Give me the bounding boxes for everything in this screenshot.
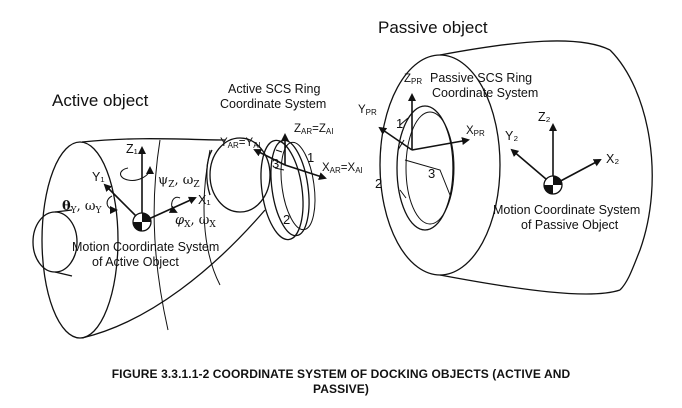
theta-omega-y-label: θY, ωY (62, 199, 103, 216)
axis-label-zar-zai: ZAR=ZAI (294, 123, 333, 136)
passive-motion-axes (510, 123, 602, 195)
active-ring-axes (253, 133, 327, 180)
axis-label-x2: X₂ (606, 152, 619, 166)
active-ring-number-1: 1 (307, 150, 314, 165)
active-object-shape (32, 137, 271, 339)
passive-ring-label-line1: Passive SCS Ring (430, 71, 532, 85)
axis-label-z1: Z₁ (126, 142, 138, 156)
psi-omega-z-label: ψZ, ωZ (158, 173, 200, 190)
passive-ring-number-1: 1 (396, 116, 403, 131)
passive-ring-number-2: 2 (375, 176, 382, 191)
motion-passive-label-line2: of Passive Object (521, 218, 619, 232)
active-ring-label-line1: Active SCS Ring (228, 82, 320, 96)
passive-ring-axes (378, 93, 470, 151)
active-ring-number-2: 2 (283, 212, 290, 227)
axis-label-zpr: ZPR (404, 73, 422, 86)
passive-object-label: Passive object (378, 18, 488, 37)
passive-ring-label-line2: Coordinate System (432, 86, 538, 100)
active-motion-axes (103, 146, 197, 232)
passive-object-shape (379, 40, 653, 295)
figure-caption-line1: FIGURE 3.3.1.1-2 COORDINATE SYSTEM OF DO… (111, 367, 571, 381)
axis-label-x1: X₁ (198, 193, 211, 207)
axis-label-xar-xai: XAR=XAI (322, 162, 363, 175)
axis-label-yar-yai: YAR=YAI (220, 137, 261, 150)
axis-label-y1: Y₁ (92, 170, 105, 184)
axis-label-y2: Y₂ (505, 129, 518, 143)
figure-caption-line2: PASSIVE) (313, 382, 369, 396)
active-ring-label-line2: Coordinate System (220, 97, 326, 111)
motion-passive-label-line1: Motion Coordinate System (493, 203, 640, 217)
active-object-label: Active object (52, 91, 149, 110)
phi-omega-x-label: φX, ωX (175, 213, 216, 230)
active-ring-number-3: 3 (272, 156, 279, 171)
axis-label-ypr: YPR (358, 104, 377, 117)
passive-ring-number-3: 3 (428, 166, 435, 181)
axis-label-z2: Z₂ (538, 110, 551, 124)
motion-active-label-line1: Motion Coordinate System (72, 240, 219, 254)
active-ring-shape (260, 139, 316, 241)
axis-label-xpr: XPR (466, 125, 485, 138)
motion-active-label-line2: of Active Object (92, 255, 179, 269)
